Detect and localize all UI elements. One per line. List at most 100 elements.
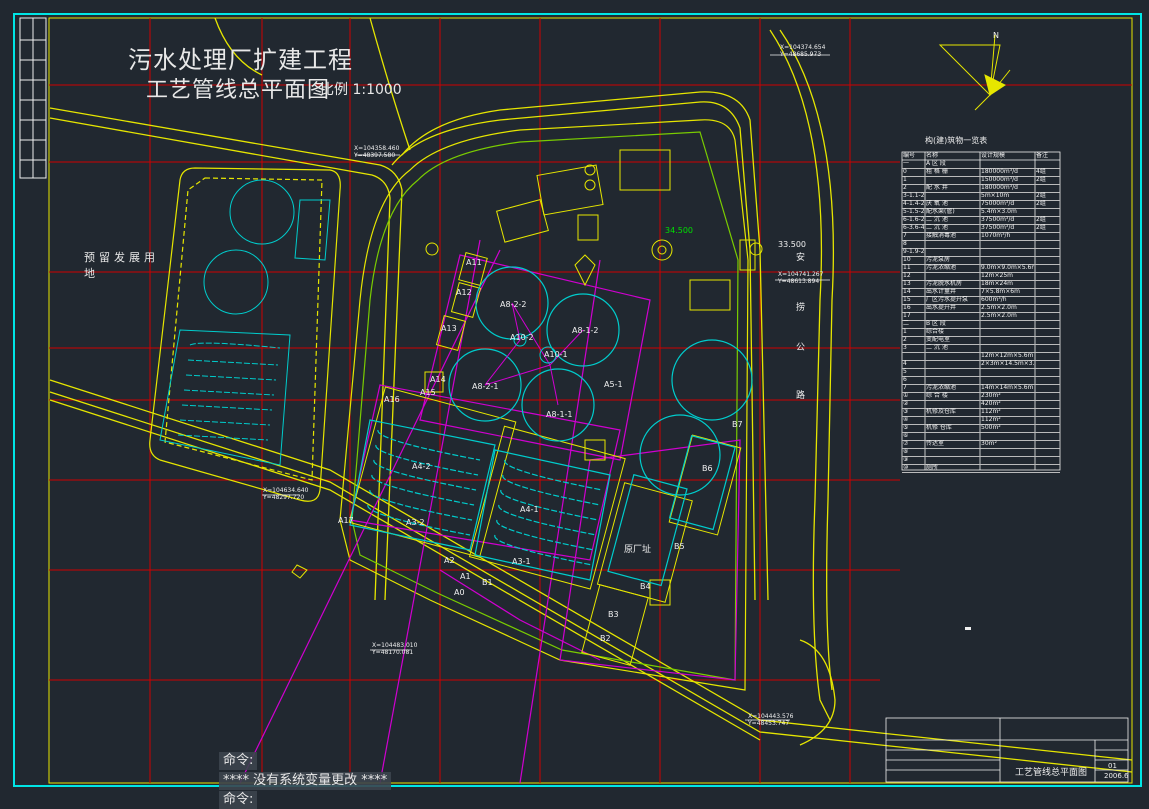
table-cell-note (1036, 256, 1059, 264)
table-cell-name (926, 416, 979, 424)
table-cell-note: 2组 (1036, 216, 1046, 223)
table-cell-name (926, 240, 979, 248)
table-cell-name: 出水计量井 (926, 288, 957, 295)
table-cell-name: 厂区污水提升泵 (926, 296, 969, 303)
table-cell-note: 2组 (1036, 176, 1046, 183)
table-cell-size: 5.4m×3.0m (981, 208, 1017, 215)
table-cell-note (1036, 440, 1059, 448)
structure-label: A15 (420, 388, 436, 397)
table-row (902, 464, 1060, 465)
structure-label: A12 (456, 288, 472, 297)
table-cell-note (1036, 328, 1059, 336)
table-cell-name (926, 248, 979, 256)
table-cell-size: 180000m³/d (981, 168, 1018, 175)
north-arrow-icon: N (938, 31, 1011, 111)
table-cell-no: 7 (903, 232, 907, 239)
table-cell-no: 8 (903, 240, 907, 247)
table-row (902, 400, 1060, 401)
structure-label: B2 (600, 634, 611, 643)
structure-label: A8-1-1 (546, 410, 573, 419)
table-row (902, 208, 1060, 209)
command-input[interactable]: 命令: (219, 791, 258, 809)
table-cell-name: 传达室 (926, 440, 945, 447)
table-cell-name (926, 456, 979, 464)
table-cell-name (926, 432, 979, 440)
structure-label: A8-2-1 (472, 382, 499, 391)
table-header-cell: 名称 (926, 152, 939, 159)
table-cell-name: 厌 氧 池 (926, 200, 948, 207)
table-cell-no: 4 (903, 360, 907, 367)
table-cell-name: 二 沉 池 (926, 216, 948, 223)
plant-boundary (339, 119, 749, 691)
table-row (902, 184, 1060, 185)
structure-label: A11 (466, 258, 482, 267)
table-cell-no: 14 (903, 288, 911, 295)
table-cell-size (981, 432, 1034, 440)
table-cell-size (981, 368, 1034, 376)
table-row (902, 240, 1060, 241)
table-cell-note: 2组 (1036, 192, 1046, 199)
table-row (902, 352, 1060, 353)
title-block-sheet: 01 (1108, 762, 1117, 770)
table-cell-size (981, 328, 1034, 336)
coordinate-grid (49, 18, 1132, 783)
coord-5: X=104483.010 Y=48170.081 (372, 642, 418, 656)
table-cell-note (1036, 432, 1059, 440)
table-cell-size: 14m×14m×5.6m (981, 384, 1034, 391)
table-cell-no: 9-1.9-2 (903, 248, 924, 255)
table-cell-name: 机修及仓库 (926, 408, 957, 415)
road-label-1: 安 (796, 253, 806, 263)
table-row (902, 264, 1060, 265)
table-cell-note (1036, 400, 1059, 408)
table-row (902, 472, 1060, 473)
table-cell-no: 一 (903, 160, 910, 167)
table-row (902, 368, 1060, 369)
table-row (902, 384, 1060, 385)
table-cell-note (1036, 376, 1059, 384)
table-cell-no: ④ (903, 416, 909, 423)
table-cell-name (926, 192, 979, 200)
table-cell-size: 2.5m×2.0m (981, 304, 1017, 311)
table-cell-size: 2×3m×14.5m×3.5m (981, 360, 1034, 367)
table-cell-no: 3-1.1-2 (903, 192, 924, 199)
table-cell-no: ⑤ (903, 424, 909, 431)
table-cell-name (926, 368, 979, 376)
table-cell-size: 2.5m×2.0m (981, 312, 1017, 319)
table-cell-no: 4-1.4-2 (903, 200, 924, 207)
table-cell-size (981, 456, 1034, 464)
table-row (902, 360, 1060, 361)
table-cell-size (981, 240, 1034, 248)
title-block (885, 717, 1129, 783)
table-cell-size: 12m×12m×5.6m (981, 352, 1034, 359)
table-row (902, 280, 1060, 281)
table-row (902, 416, 1060, 417)
table-cell-note (1036, 360, 1059, 368)
title-block-date: 2006.6 (1104, 772, 1129, 780)
table-cell-size: 420m² (981, 400, 1001, 407)
table-cell-no: 2 (903, 184, 907, 191)
table-cell-size (981, 256, 1034, 264)
table-cell-no: 1 (903, 328, 907, 335)
table-cell-no: 5 (903, 368, 907, 375)
table-row (902, 392, 1060, 393)
table-cell-note (1036, 368, 1059, 376)
table-row (902, 272, 1060, 273)
table-cell-note (1036, 304, 1059, 312)
table-cell-no: 6 (903, 376, 907, 383)
table-cell-note (1036, 448, 1059, 456)
elevation-2: 33.500 (778, 240, 806, 249)
table-cell-note (1036, 424, 1059, 432)
table-header-cell: 设计规模 (981, 152, 1006, 159)
table-cell-name: 污泥脱水机房 (926, 280, 963, 287)
svg-text:N: N (993, 31, 999, 40)
table-cell-note (1036, 248, 1059, 256)
table-cell-name (926, 176, 979, 184)
table-cell-name: 综 合 楼 (926, 392, 948, 399)
structure-label: A0 (454, 588, 465, 597)
table-cell-no: 13 (903, 280, 911, 287)
table-cell-name (926, 360, 979, 368)
structure-label: A16 (384, 395, 400, 404)
table-cell-note: 2组 (1036, 224, 1046, 231)
table-cell-name (926, 352, 979, 360)
